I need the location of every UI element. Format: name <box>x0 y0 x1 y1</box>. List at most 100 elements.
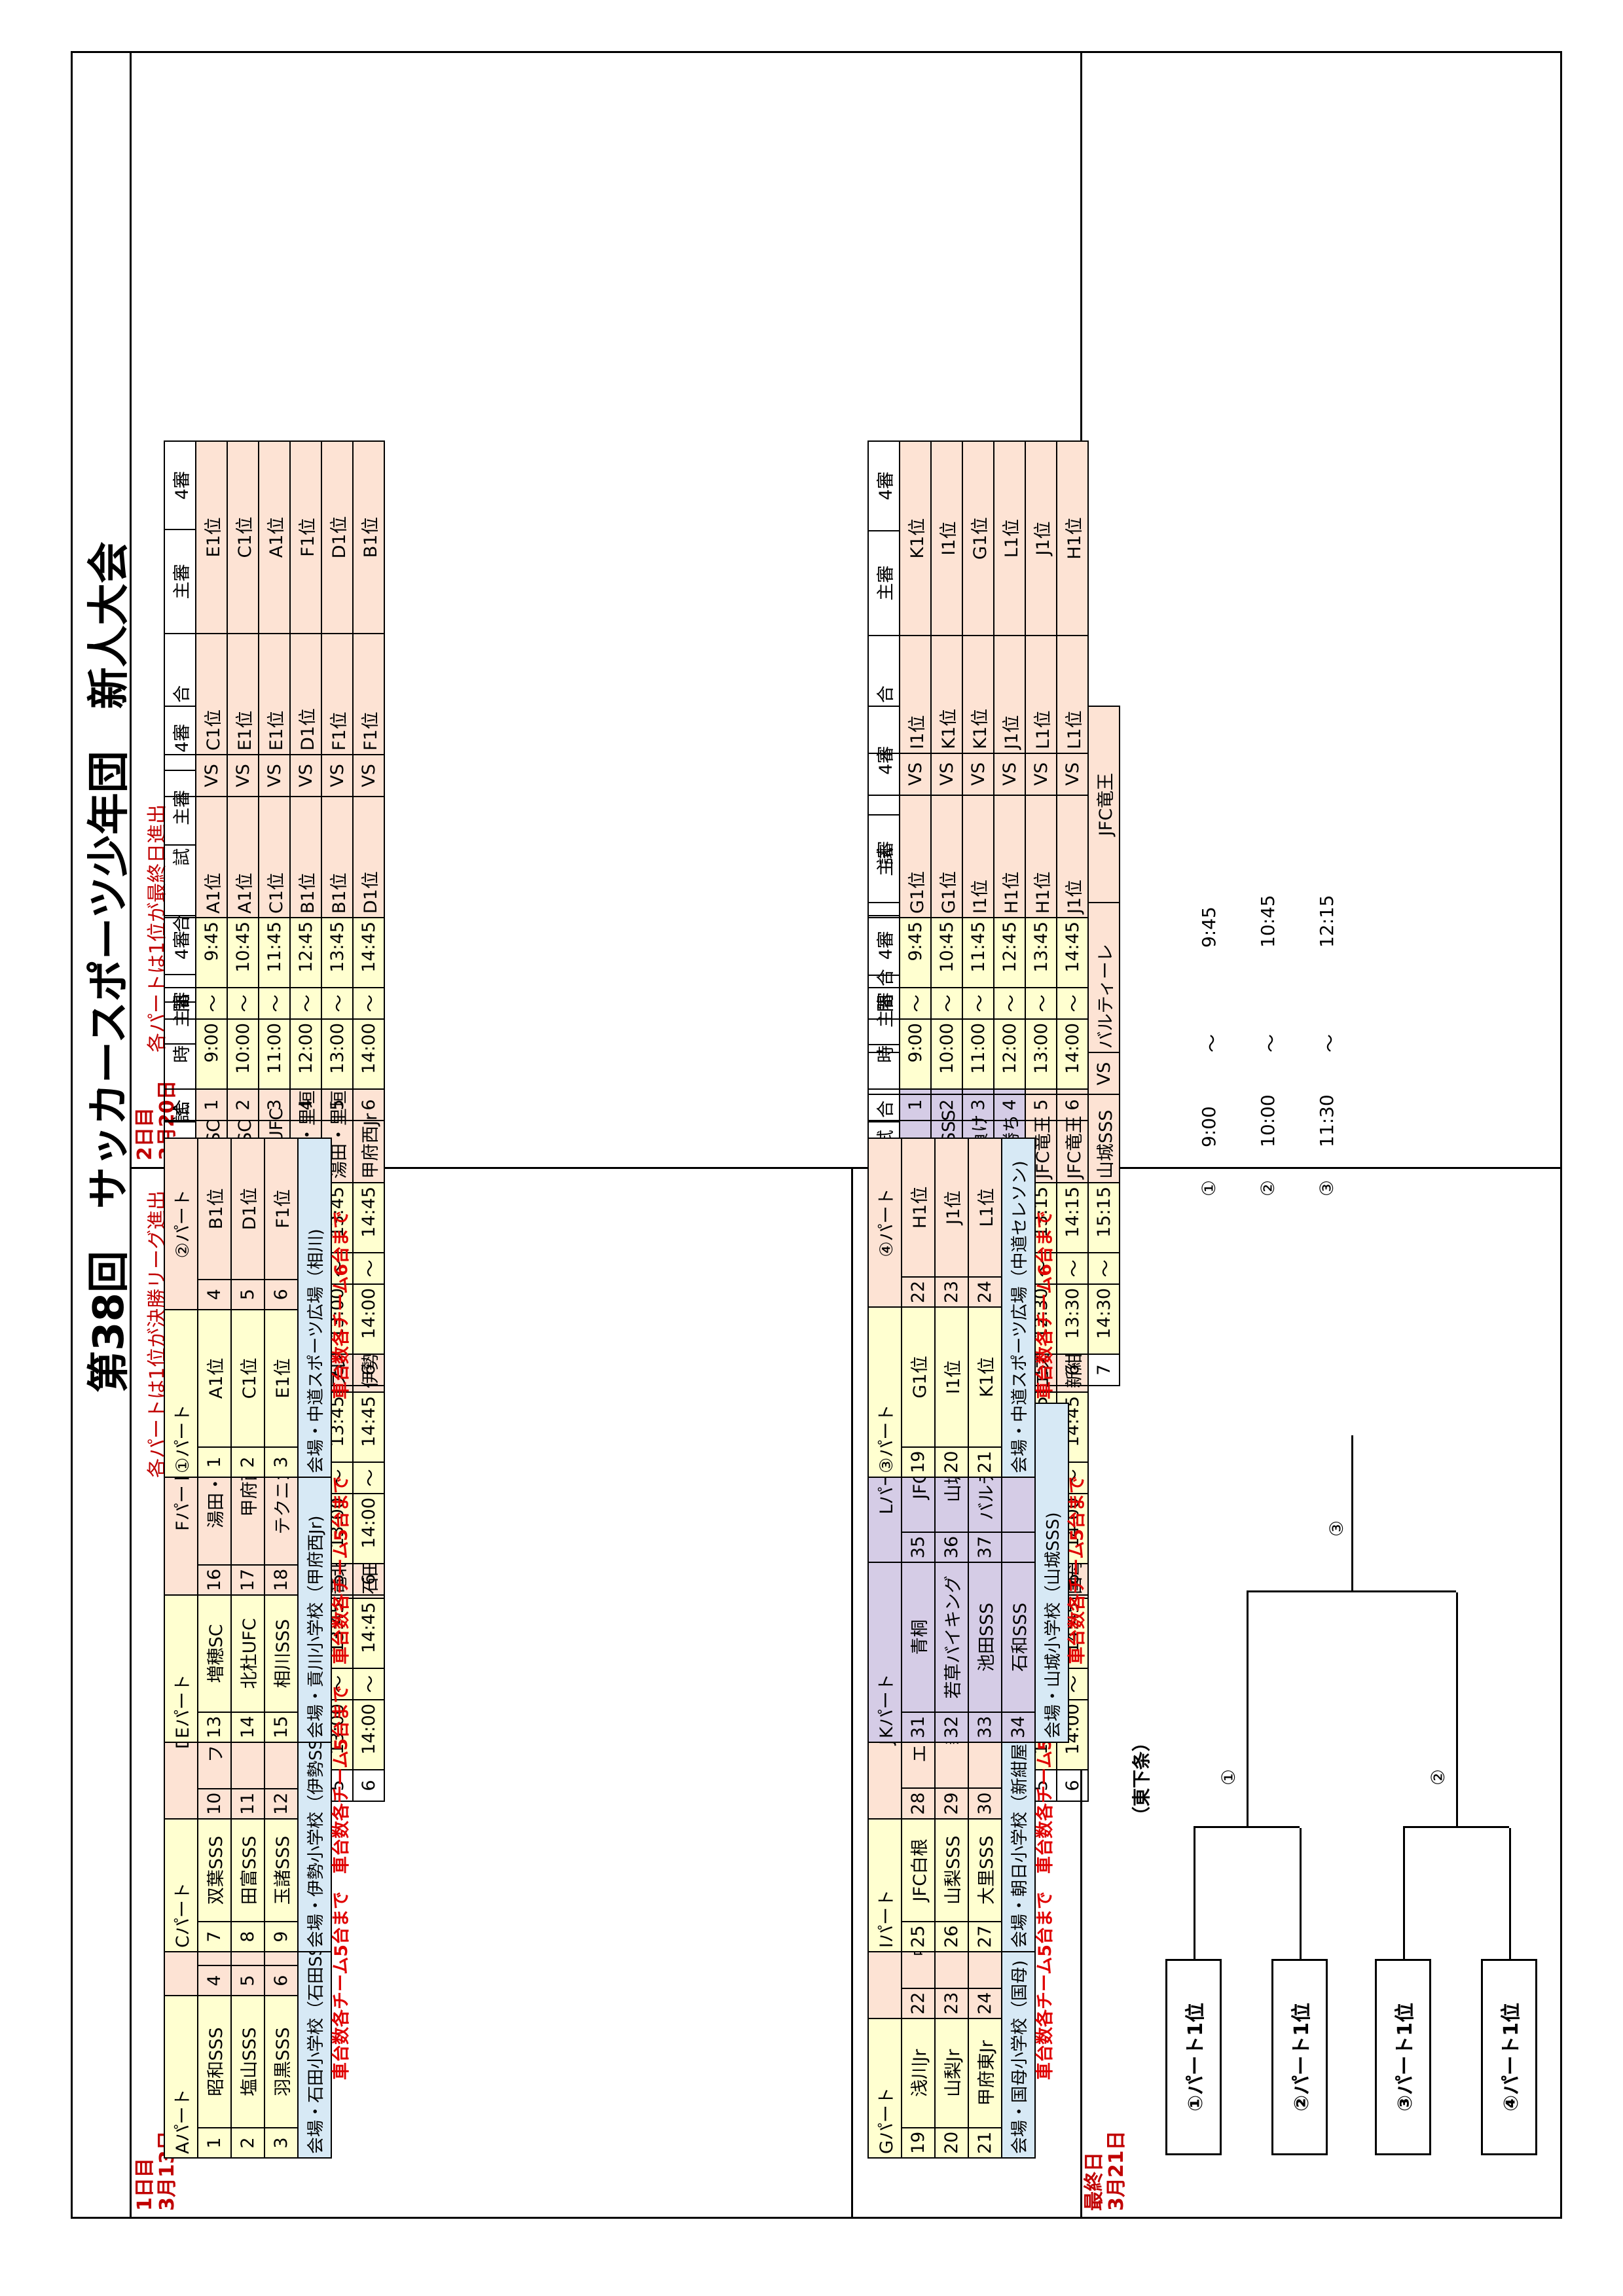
team-number: 7 <box>198 1922 231 1952</box>
away-team: K1位 <box>931 636 962 753</box>
match-tilde: ～ <box>962 988 994 1019</box>
vs-label: VS <box>1057 753 1088 795</box>
match-end: 14:15 <box>1057 1183 1088 1253</box>
team-name: 山梨Jr <box>935 2018 968 2128</box>
final-day-date: 3月21日 <box>1105 2130 1128 2211</box>
home-team: G1位 <box>900 795 931 918</box>
home-team: J1位 <box>1057 795 1088 918</box>
match-number: 6 <box>1057 1089 1088 1121</box>
team-number: 11 <box>231 1788 264 1820</box>
match-tilde: ～ <box>353 1253 384 1284</box>
team-number: 5 <box>231 1279 264 1310</box>
match-end: 14:45 <box>353 1392 384 1462</box>
match-end: 11:45 <box>962 918 994 988</box>
team-name: G1位 <box>902 1307 935 1447</box>
schedule-header <box>868 753 900 795</box>
team-name: 羽黒SSS <box>264 1996 298 2128</box>
match-tilde: ～ <box>1088 1253 1120 1284</box>
team-number: 30 <box>968 1788 1002 1819</box>
match-end: 10:45 <box>227 918 259 988</box>
match-tilde: ～ <box>1057 988 1088 1019</box>
referee: JFC竜王 <box>1088 706 1120 903</box>
referee: K1位 <box>900 441 931 636</box>
match-end: 14:45 <box>1057 918 1088 988</box>
match-tilde: ～ <box>353 1462 384 1494</box>
vs-label: VS <box>1025 753 1057 795</box>
team-name: I1位 <box>935 1307 968 1447</box>
schedule-header: 試 <box>868 795 900 918</box>
team-number: 32 <box>935 1712 968 1742</box>
part-header: Eパート <box>164 1595 198 1742</box>
home-team: A1位 <box>227 796 259 918</box>
final-time-1-2: ～ <box>1201 1033 1223 1052</box>
match-end: 9:45 <box>900 918 931 988</box>
team-name: JFC白根 <box>902 1818 935 1922</box>
schedule-header: 4審 <box>164 441 196 530</box>
schedule-header <box>164 754 196 797</box>
final-entrant-1: ①パート1位 <box>1165 1959 1222 2155</box>
match-end: 14:45 <box>353 1183 384 1253</box>
team-number: 3 <box>264 2128 298 2158</box>
vs-label: VS <box>931 753 962 795</box>
match-start: 10:00 <box>227 1019 259 1089</box>
home-team: I1位 <box>962 795 994 918</box>
match-end: 10:45 <box>931 918 962 988</box>
team-number: 12 <box>264 1788 298 1820</box>
final-time-1-1: 9:00 <box>1198 1106 1220 1147</box>
schedule-header: 試 <box>164 796 196 918</box>
match-start: 9:00 <box>196 1019 227 1089</box>
match-number: 2 <box>931 1089 962 1121</box>
final-time-3-2: ～ <box>1319 1033 1341 1052</box>
part-header: ②パート <box>164 1138 198 1310</box>
vs-label: VS <box>321 754 353 797</box>
team-name: 若草バイキング <box>935 1562 968 1712</box>
schedule-header <box>164 1089 196 1121</box>
schedule-header: 主審 <box>164 529 196 634</box>
bracket-line <box>1509 1828 1511 1959</box>
match-start: 13:00 <box>1025 1019 1057 1089</box>
team-name: 昭和SSS <box>198 1996 231 2128</box>
team-number: 26 <box>935 1921 968 1952</box>
day2-name: 2日目 <box>134 1107 156 1160</box>
match-tilde: ～ <box>196 988 227 1019</box>
bracket-line <box>1456 1592 1458 1828</box>
team-number: 15 <box>264 1712 298 1742</box>
team-name: 双葉SSS <box>198 1819 231 1922</box>
team-number: 28 <box>902 1788 935 1819</box>
team-name: 大里SSS <box>968 1818 1002 1922</box>
bracket-line <box>1403 1828 1405 1959</box>
vs-label: VS <box>994 753 1025 795</box>
final-time-3-0: ③ <box>1316 1179 1338 1196</box>
schedule-header: 間 <box>164 988 196 1019</box>
car-limit: 車台数各チーム6台まで <box>1035 1211 1055 1399</box>
match-start: 10:00 <box>931 1019 962 1089</box>
match-tilde: ～ <box>353 1668 384 1700</box>
match-end: 14:45 <box>353 1598 384 1668</box>
team-name: 甲府東Jr <box>968 2018 1002 2128</box>
team-number: 2 <box>231 2128 264 2158</box>
match-tilde: ～ <box>1025 988 1057 1019</box>
match-number: 6 <box>1057 1354 1088 1386</box>
match-start: 12:00 <box>290 1019 321 1089</box>
team-name: B1位 <box>198 1138 231 1280</box>
final-time-2-3: 10:45 <box>1257 895 1279 948</box>
team-number: 17 <box>231 1564 264 1596</box>
schedule-header: 合 <box>164 633 196 755</box>
team-number: 4 <box>198 1965 231 1996</box>
vs-label: VS <box>227 754 259 797</box>
referee: D1位 <box>321 441 353 634</box>
team-name: 石和SSS <box>1002 1562 1035 1712</box>
match-start: 14:00 <box>353 1494 384 1564</box>
team-number: 34 <box>1002 1712 1035 1742</box>
final-entrant-2: ②パート1位 <box>1271 1959 1328 2155</box>
bracket-line <box>1351 1435 1353 1592</box>
referee: I1位 <box>931 441 962 636</box>
team-number: 19 <box>902 2127 935 2158</box>
referee: B1位 <box>353 441 384 634</box>
home-team: B1位 <box>321 796 353 918</box>
match-start: 12:00 <box>994 1019 1025 1089</box>
match-number: 2 <box>227 1089 259 1121</box>
